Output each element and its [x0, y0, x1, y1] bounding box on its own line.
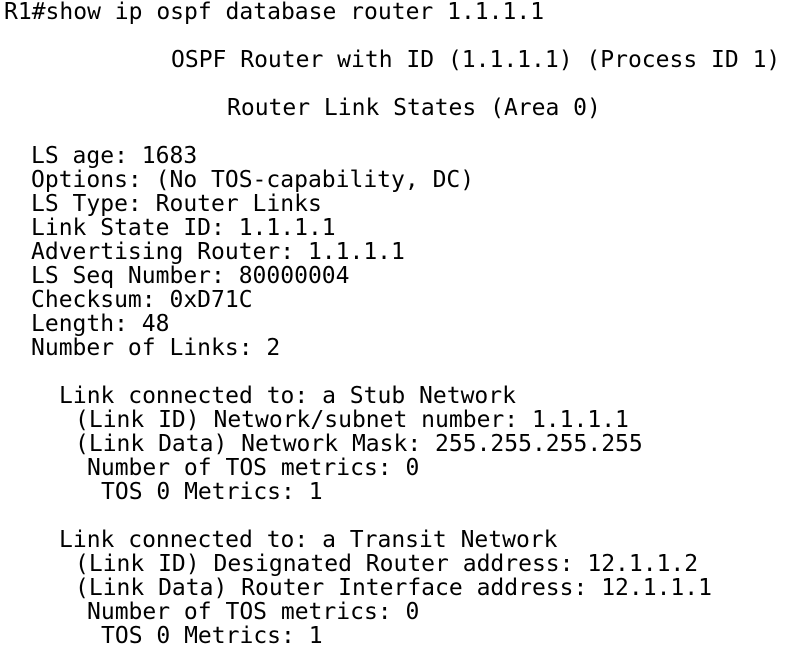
link-connected-to-line: Link connected to: a Stub Network	[59, 383, 516, 409]
command-line: R1#show ip ospf database router 1.1.1.1	[4, 0, 545, 25]
options-line: Options: (No TOS-capability, DC)	[31, 167, 475, 193]
area-header: Router Link States (Area 0)	[227, 95, 601, 121]
link-connected-to-line: Link connected to: a Transit Network	[59, 527, 558, 553]
ls-age-line: LS age: 1683	[31, 143, 198, 169]
tos0-metrics-line: TOS 0 Metrics: 1	[101, 479, 323, 505]
tos-count-line: Number of TOS metrics: 0	[87, 599, 420, 625]
number-of-links-line: Number of Links: 2	[31, 335, 281, 361]
ls-type-line: LS Type: Router Links	[31, 191, 322, 217]
ls-seq-number-line: LS Seq Number: 80000004	[31, 263, 350, 289]
tos-count-line: Number of TOS metrics: 0	[87, 455, 420, 481]
link-state-id-line: Link State ID: 1.1.1.1	[31, 215, 336, 241]
link-id-line: (Link ID) Network/subnet number: 1.1.1.1	[75, 407, 629, 433]
link-data-line: (Link Data) Router Interface address: 12…	[75, 575, 712, 601]
router-process-header: OSPF Router with ID (1.1.1.1) (Process I…	[171, 47, 781, 73]
link-data-line: (Link Data) Network Mask: 255.255.255.25…	[75, 431, 643, 457]
checksum-line: Checksum: 0xD71C	[31, 287, 253, 313]
tos0-metrics-line: TOS 0 Metrics: 1	[101, 623, 323, 649]
link-id-line: (Link ID) Designated Router address: 12.…	[75, 551, 699, 577]
advertising-router-line: Advertising Router: 1.1.1.1	[31, 239, 405, 265]
length-line: Length: 48	[31, 311, 170, 337]
